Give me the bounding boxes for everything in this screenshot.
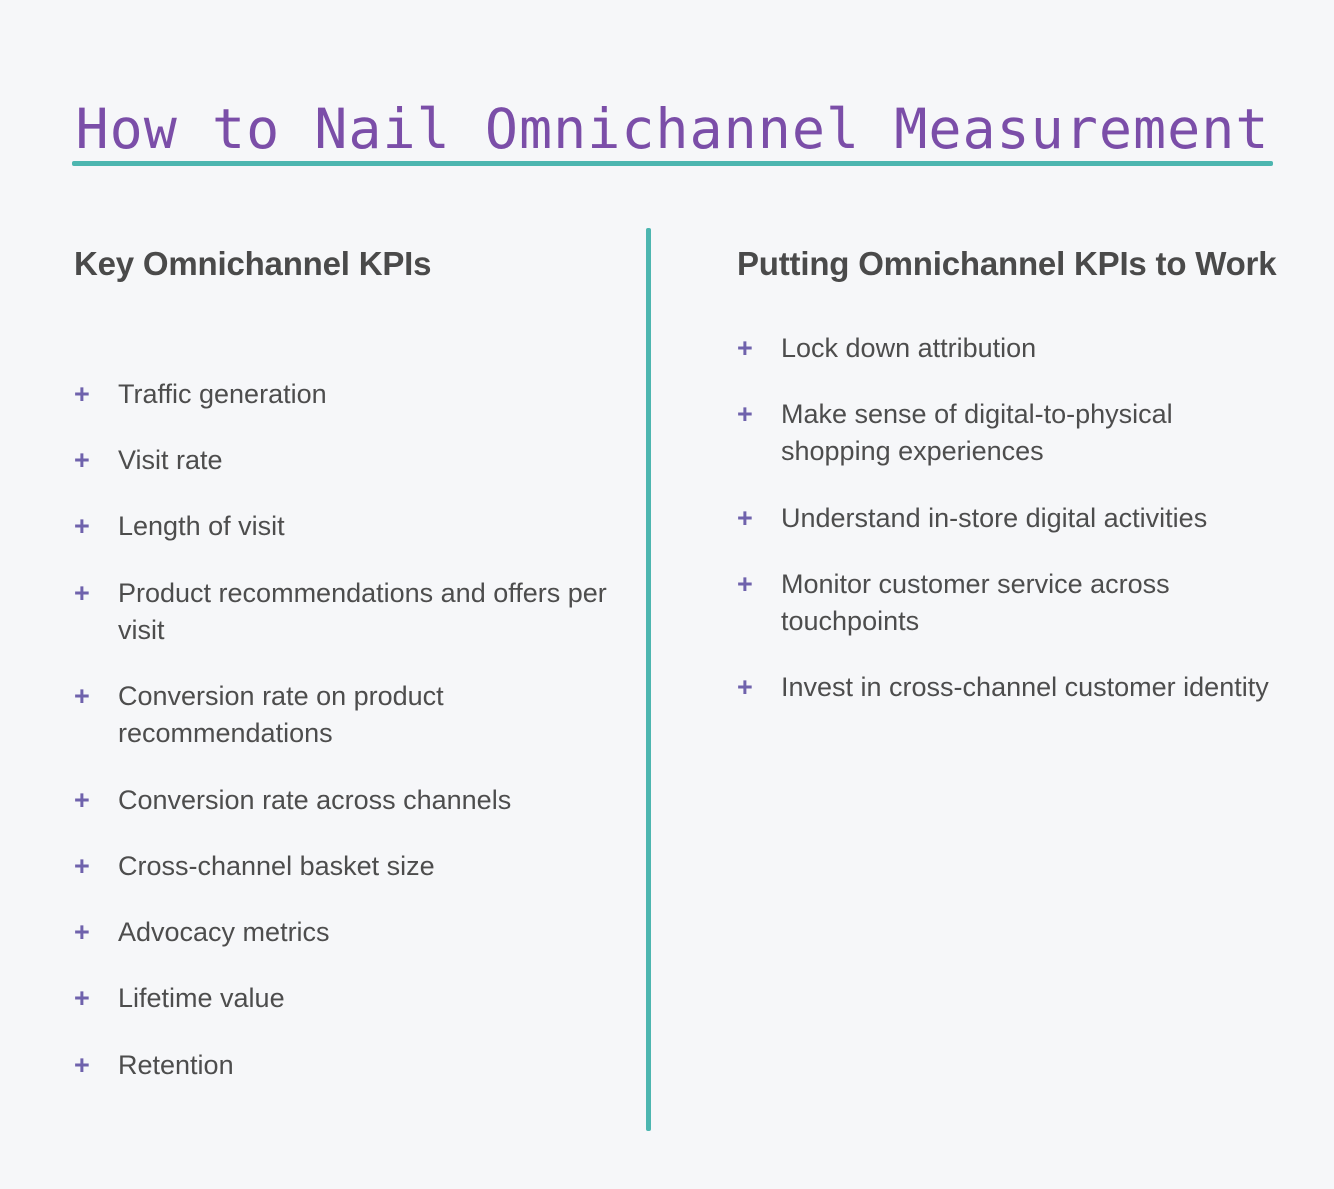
right-column: Putting Omnichannel KPIs to Work + Lock … [737, 240, 1282, 707]
plus-icon: + [74, 511, 90, 542]
list-item: + Visit rate [74, 442, 619, 479]
title-underline-rule [72, 161, 1273, 166]
plus-icon: + [737, 399, 753, 430]
plus-icon: + [74, 983, 90, 1014]
plus-icon: + [737, 332, 753, 363]
plus-icon: + [74, 917, 90, 948]
list-item-label: Monitor customer service across touchpoi… [781, 568, 1170, 637]
plus-icon: + [74, 784, 90, 815]
page-title: How to Nail Omnichannel Measurement [75, 96, 1270, 161]
plus-icon: + [737, 568, 753, 599]
left-column-list: + Traffic generation + Visit rate + Leng… [74, 376, 619, 1084]
list-item: + Lock down attribution [737, 330, 1282, 367]
list-item-label: Understand in-store digital activities [781, 502, 1208, 533]
column-divider [646, 228, 651, 1131]
list-item: + Make sense of digital-to-physical shop… [737, 396, 1282, 471]
list-item-label: Make sense of digital-to-physical shoppi… [781, 399, 1173, 467]
list-item-label: Lifetime value [118, 983, 285, 1014]
list-item-label: Conversion rate on product recommendatio… [118, 681, 444, 749]
list-item: + Lifetime value [74, 980, 619, 1017]
list-item: + Length of visit [74, 508, 619, 545]
list-item-label: Advocacy metrics [118, 917, 330, 948]
plus-icon: + [74, 1049, 90, 1080]
list-item: + Advocacy metrics [74, 914, 619, 951]
list-item-label: Traffic generation [118, 378, 327, 409]
plus-icon: + [74, 577, 90, 608]
list-item: + Monitor customer service across touchp… [737, 566, 1282, 641]
list-item: + Traffic generation [74, 376, 619, 413]
list-item: + Conversion rate on product recommendat… [74, 678, 619, 753]
list-item: + Invest in cross-channel customer ident… [737, 669, 1282, 706]
plus-icon: + [737, 672, 753, 703]
right-column-heading: Putting Omnichannel KPIs to Work [737, 245, 1277, 282]
list-item: + Product recommendations and offers per… [74, 575, 619, 650]
list-item: + Cross-channel basket size [74, 848, 619, 885]
plus-icon: + [737, 502, 753, 533]
list-item-label: Conversion rate across channels [118, 784, 512, 815]
right-column-list: + Lock down attribution + Make sense of … [737, 330, 1282, 707]
list-item-label: Lock down attribution [781, 332, 1037, 363]
list-item-label: Product recommendations and offers per v… [118, 577, 607, 645]
left-column-heading: Key Omnichannel KPIs [74, 245, 432, 282]
plus-icon: + [74, 681, 90, 712]
list-item-label: Retention [118, 1049, 234, 1080]
plus-icon: + [74, 850, 90, 881]
list-item-label: Length of visit [118, 511, 285, 542]
list-item-label: Invest in cross-channel customer identit… [781, 672, 1269, 703]
list-item-label: Cross-channel basket size [118, 850, 435, 881]
list-item: + Conversion rate across channels [74, 782, 619, 819]
list-item-label: Visit rate [118, 445, 223, 476]
list-item: + Retention [74, 1047, 619, 1084]
list-item: + Understand in-store digital activities [737, 500, 1282, 537]
plus-icon: + [74, 445, 90, 476]
plus-icon: + [74, 378, 90, 409]
left-column: Key Omnichannel KPIs + Traffic generatio… [74, 240, 619, 1084]
